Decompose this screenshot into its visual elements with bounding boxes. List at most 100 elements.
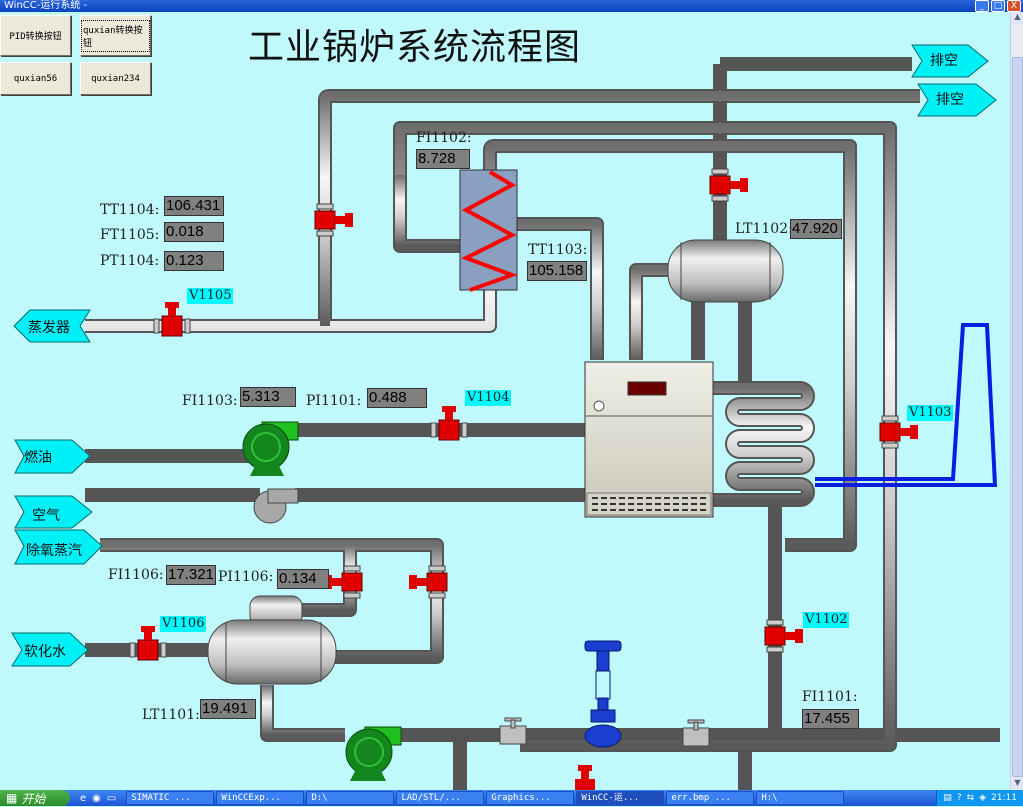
valve-V1102 — [764, 619, 803, 653]
window-titlebar: WinCC-运行系统 - _ □ X — [0, 0, 1023, 12]
arrow-vent1-shape — [911, 44, 989, 78]
desktop-icon[interactable]: ▭ — [106, 792, 117, 804]
keyboard-icon[interactable]: ▤ — [943, 793, 952, 803]
deaerator-tank — [207, 595, 337, 685]
valve-V1103 — [879, 415, 918, 449]
task-d-drive[interactable]: D:\ — [306, 791, 395, 805]
arrow-fuel-oil: 燃油 — [24, 450, 52, 466]
control-valve — [584, 640, 622, 748]
fi1101-value: 17.455 — [802, 709, 859, 729]
arrow-evaporator-shape — [13, 309, 91, 343]
taskbar: ▦ 开始 e ◉ ▭ SIMATIC ... WinCCExp... D:\ L… — [0, 790, 1023, 806]
help-icon[interactable]: ? — [956, 793, 962, 803]
valve-vent — [709, 168, 748, 202]
close-button[interactable]: X — [1007, 0, 1021, 12]
quxian-switch-button[interactable]: quxian转换按钮 — [80, 15, 151, 56]
valve-tag-v1104[interactable]: V1104 — [465, 390, 512, 406]
pi1101-value: 0.488 — [367, 388, 427, 408]
vertical-scrollbar[interactable]: ▲ ▼ — [1010, 12, 1023, 790]
tt1104-value: 106.431 — [164, 196, 224, 216]
pid-switch-label: PID转换按钮 — [9, 32, 62, 42]
valve-tag-v1103[interactable]: V1103 — [907, 405, 954, 421]
quxian234-label: quxian234 — [91, 73, 140, 84]
valve-tag-v1105[interactable]: V1105 — [187, 288, 234, 304]
quxian56-label: quxian56 — [13, 73, 58, 84]
media-icon[interactable]: ◉ — [92, 792, 101, 804]
ie-icon[interactable]: e — [80, 792, 87, 804]
valve-bottom — [575, 765, 595, 790]
fi1102-label: FI1102: — [416, 130, 472, 146]
scroll-up-icon[interactable]: ▲ — [1012, 12, 1023, 24]
tt1103-value: 105.158 — [527, 261, 587, 281]
clock: 21:11 — [991, 793, 1017, 803]
ft1105-value: 0.018 — [164, 222, 224, 242]
arrow-steam-shape — [14, 529, 103, 565]
pt1104-value: 0.123 — [164, 251, 224, 271]
arrow-evaporator: 蒸发器 — [28, 320, 70, 336]
arrow-vent2: 排空 — [936, 92, 964, 108]
page-title: 工业锅炉系统流程图 — [248, 27, 582, 68]
feed-pump — [345, 726, 402, 781]
valve-V1105 — [153, 302, 191, 337]
process-canvas: PID转换按钮 quxian转换按钮 quxian56 quxian234 工业… — [0, 12, 1010, 790]
task-lad-stl[interactable]: LAD/STL/... — [396, 791, 485, 805]
air-blower — [253, 488, 299, 524]
shield-icon[interactable]: ◈ — [979, 793, 987, 803]
arrow-fuel-shape — [14, 439, 91, 474]
minimize-button[interactable]: _ — [975, 0, 989, 12]
task-h-drive[interactable]: H:\ — [756, 791, 845, 805]
boiler — [584, 361, 714, 518]
red-valves — [129, 168, 918, 790]
ft1105-label: FT1105: — [100, 227, 160, 243]
scroll-thumb[interactable] — [1012, 57, 1023, 777]
valve-tag-v1106[interactable]: V1106 — [160, 616, 207, 632]
valve-top-left — [314, 203, 353, 237]
arrow-air-shape — [14, 495, 93, 529]
quick-launch: e ◉ ▭ — [70, 793, 126, 804]
windows-logo-icon: ▦ — [6, 791, 18, 805]
task-wincc-runtime[interactable]: WinCC-运... — [576, 791, 665, 805]
scroll-down-icon[interactable]: ▼ — [1012, 778, 1023, 790]
pi1101-label: PI1101: — [306, 393, 362, 409]
process-diagram — [11, 44, 1000, 790]
fi1106-value: 17.321 — [166, 565, 216, 585]
window-title: WinCC-运行系统 - — [4, 0, 88, 11]
arrow-deaerator-steam: 除氧蒸汽 — [26, 543, 82, 559]
fi1106-label: FI1106: — [108, 567, 164, 583]
valve-tag-v1102[interactable]: V1102 — [803, 612, 850, 628]
fi1103-label: FI1103: — [182, 393, 238, 409]
fi1101-label: FI1101: — [802, 689, 858, 705]
arrow-vent1: 排空 — [930, 53, 958, 69]
fi1102-value: 8.728 — [416, 149, 470, 169]
arrow-vent2-shape — [917, 83, 997, 117]
fi1103-value: 5.313 — [240, 387, 296, 407]
start-label: 开始 — [21, 791, 46, 806]
lt1102-value: 47.920 — [790, 219, 842, 239]
quxian234-button[interactable]: quxian234 — [80, 62, 151, 95]
task-err-bmp[interactable]: err.bmp ... — [666, 791, 755, 805]
quxian56-button[interactable]: quxian56 — [0, 62, 71, 95]
chimney — [815, 323, 998, 487]
arrow-air: 空气 — [32, 508, 60, 524]
quxian-switch-label: quxian转换按钮 — [81, 19, 150, 52]
network-icon[interactable]: ⇆ — [966, 793, 975, 803]
tt1104-label: TT1104: — [100, 202, 160, 218]
system-tray: ▤ ? ⇆ ◈ 21:11 — [936, 790, 1023, 806]
pid-switch-button[interactable]: PID转换按钮 — [0, 15, 71, 56]
tt1103-label: TT1103: — [528, 242, 588, 258]
fuel-pump — [242, 421, 299, 476]
maximize-button[interactable]: □ — [991, 0, 1005, 12]
heat-exchanger — [459, 169, 518, 292]
lt1101-label: LT1101: — [142, 707, 200, 723]
lt1102-label: LT1102: — [735, 221, 793, 237]
valve-deaerator-return — [409, 565, 448, 599]
task-winccexp[interactable]: WinCCExp... — [216, 791, 305, 805]
pt1104-label: PT1104: — [100, 253, 160, 269]
valve-V1104 — [430, 406, 468, 441]
start-button[interactable]: ▦ 开始 — [0, 790, 70, 806]
task-simatic[interactable]: SIMATIC ... — [126, 791, 215, 805]
task-graphics[interactable]: Graphics... — [486, 791, 575, 805]
valve-V1106 — [129, 626, 167, 661]
pi1106-value: 0.134 — [277, 569, 329, 589]
arrow-softwater-shape — [11, 632, 89, 667]
